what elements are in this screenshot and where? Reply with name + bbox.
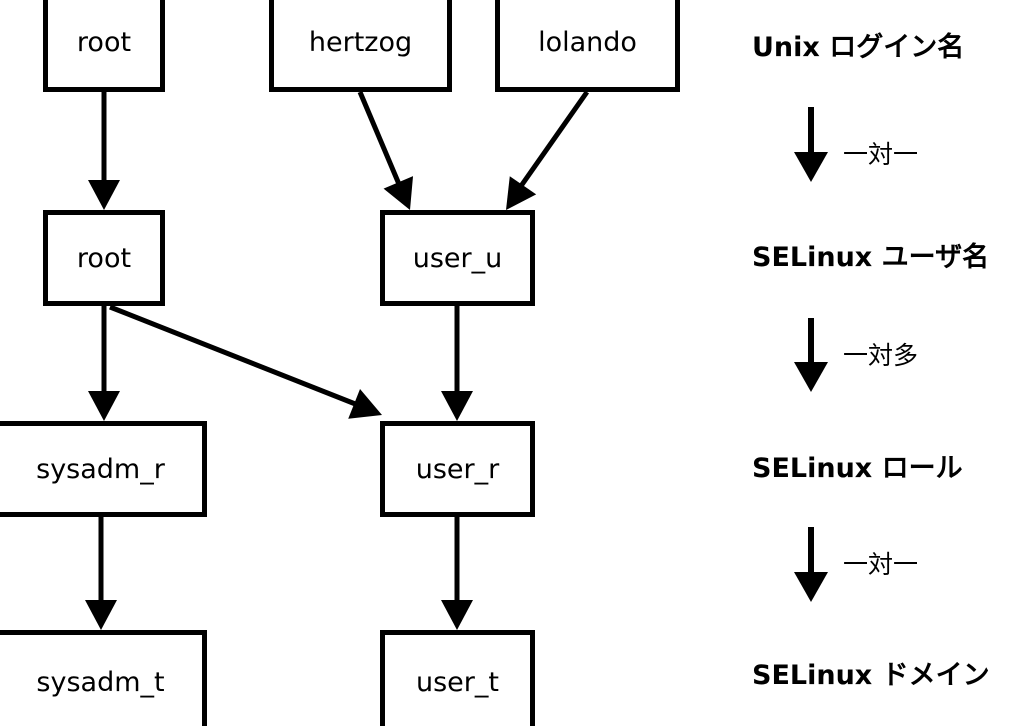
node-login-lolando: lolando <box>495 0 680 92</box>
arrowhead <box>794 362 828 392</box>
legend-arrow-relation-one-to-one-domain <box>794 527 828 602</box>
arrowhead <box>348 389 382 419</box>
arrowhead <box>441 391 473 421</box>
arrowhead <box>383 176 414 210</box>
edge-sysadm_r-to-sysadm_t <box>85 517 117 630</box>
arrowhead <box>794 152 828 182</box>
node-login-root: root <box>43 0 165 92</box>
node-label: root <box>76 242 132 274</box>
edge-hertzog-to-user_u <box>357 91 414 210</box>
node-label: user_u <box>412 242 503 274</box>
edge-user_u-to-user_r <box>441 306 473 421</box>
legend-level-selinux-user: SELinux ユーザ名 <box>752 242 990 273</box>
node-seuser-user_u: user_u <box>380 210 535 306</box>
legend-relation-relation-one-to-one-user: 一対一 <box>843 140 919 169</box>
node-login-hertzog: hertzog <box>269 0 452 92</box>
legend-relation-relation-one-to-one-domain: 一対一 <box>843 550 919 579</box>
node-label: hertzog <box>308 26 413 58</box>
arrowhead <box>441 600 473 630</box>
node-role-sysadm_r: sysadm_r <box>0 421 207 517</box>
edge-seuser-root-to-sysadm_r <box>88 306 120 421</box>
legend-arrow-relation-one-to-many-role <box>794 318 828 392</box>
arrowhead <box>88 391 120 421</box>
edge-seuser-root-to-user_r <box>109 304 382 419</box>
edge-user_r-to-user_t <box>441 517 473 630</box>
arrowhead <box>85 600 117 630</box>
node-label: root <box>76 26 132 58</box>
node-seuser-root: root <box>43 210 165 306</box>
node-label: sysadm_r <box>36 453 165 485</box>
legend-level-unix-login: Unix ログイン名 <box>752 32 965 63</box>
arrowhead <box>506 176 537 210</box>
node-domain-user_t: user_t <box>380 630 535 726</box>
edge-root-to-seuser-root <box>88 92 120 210</box>
edge-lolando-to-user_u <box>506 90 590 210</box>
legend-relation-relation-one-to-many-role: 一対多 <box>843 341 919 370</box>
legend-arrow-relation-one-to-one-user <box>794 107 828 182</box>
arrowhead <box>88 180 120 210</box>
arrowhead <box>794 572 828 602</box>
node-label: lolando <box>538 26 637 58</box>
node-role-user_r: user_r <box>380 421 535 517</box>
node-domain-sysadm_t: sysadm_t <box>0 630 207 726</box>
node-label: sysadm_t <box>36 666 165 698</box>
node-label: user_t <box>416 666 499 698</box>
node-label: user_r <box>415 453 500 485</box>
legend-level-selinux-role: SELinux ロール <box>752 453 963 484</box>
legend-level-selinux-domain: SELinux ドメイン <box>752 660 990 691</box>
